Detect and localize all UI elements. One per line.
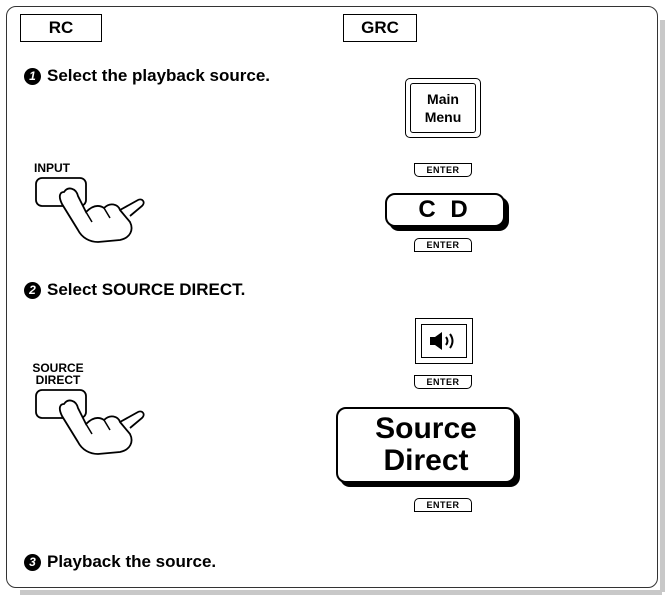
panel-shadow-bottom	[20, 590, 662, 595]
enter-label-2: ENTER	[426, 240, 460, 250]
source-direct-button-line2: Direct	[383, 444, 469, 477]
grc-tag-label: GRC	[361, 18, 399, 37]
enter-label-4: ENTER	[426, 500, 460, 510]
input-key-press-icon[interactable]	[34, 176, 154, 246]
enter-button-3[interactable]: ENTER	[414, 375, 472, 389]
enter-button-1[interactable]: ENTER	[414, 163, 472, 177]
step-3: 3 Playback the source.	[24, 552, 216, 572]
cd-button[interactable]: C D	[385, 193, 505, 227]
source-direct-key-label-line2: DIRECT	[35, 373, 81, 387]
main-menu-label-line2: Menu	[424, 109, 462, 125]
step-number-3: 3	[24, 553, 41, 571]
grc-tag: GRC	[343, 14, 417, 42]
step-number-2: 2	[24, 281, 41, 299]
source-direct-button[interactable]: Source Direct	[336, 407, 516, 483]
instruction-panel	[6, 6, 658, 588]
step-3-text: Playback the source.	[47, 552, 217, 571]
rc-tag: RC	[20, 14, 102, 42]
speaker-icon	[430, 332, 454, 350]
step-1-text: Select the playback source.	[47, 66, 270, 85]
enter-button-4[interactable]: ENTER	[414, 498, 472, 512]
step-2-text: Select SOURCE DIRECT.	[47, 280, 246, 299]
enter-label-1: ENTER	[426, 165, 460, 175]
rc-tag-label: RC	[48, 18, 74, 37]
source-direct-button-line1: Source	[375, 412, 477, 445]
main-menu-label-line1: Main	[427, 91, 459, 107]
source-direct-key-label: SOURCE DIRECT	[24, 362, 92, 386]
step-number-1: 1	[24, 67, 41, 85]
step-2: 2 Select SOURCE DIRECT.	[24, 280, 245, 300]
input-key-label: INPUT	[34, 161, 70, 175]
main-menu-button[interactable]: Main Menu	[405, 78, 481, 138]
step-1: 1 Select the playback source.	[24, 66, 270, 86]
source-direct-key-press-icon[interactable]	[34, 388, 154, 458]
cd-button-label: C D	[418, 196, 472, 223]
enter-label-3: ENTER	[426, 377, 460, 387]
surround-mode-button[interactable]	[415, 318, 473, 364]
panel-shadow-right	[660, 20, 665, 592]
enter-button-2[interactable]: ENTER	[414, 238, 472, 252]
source-direct-key-label-line1: SOURCE	[32, 361, 84, 375]
